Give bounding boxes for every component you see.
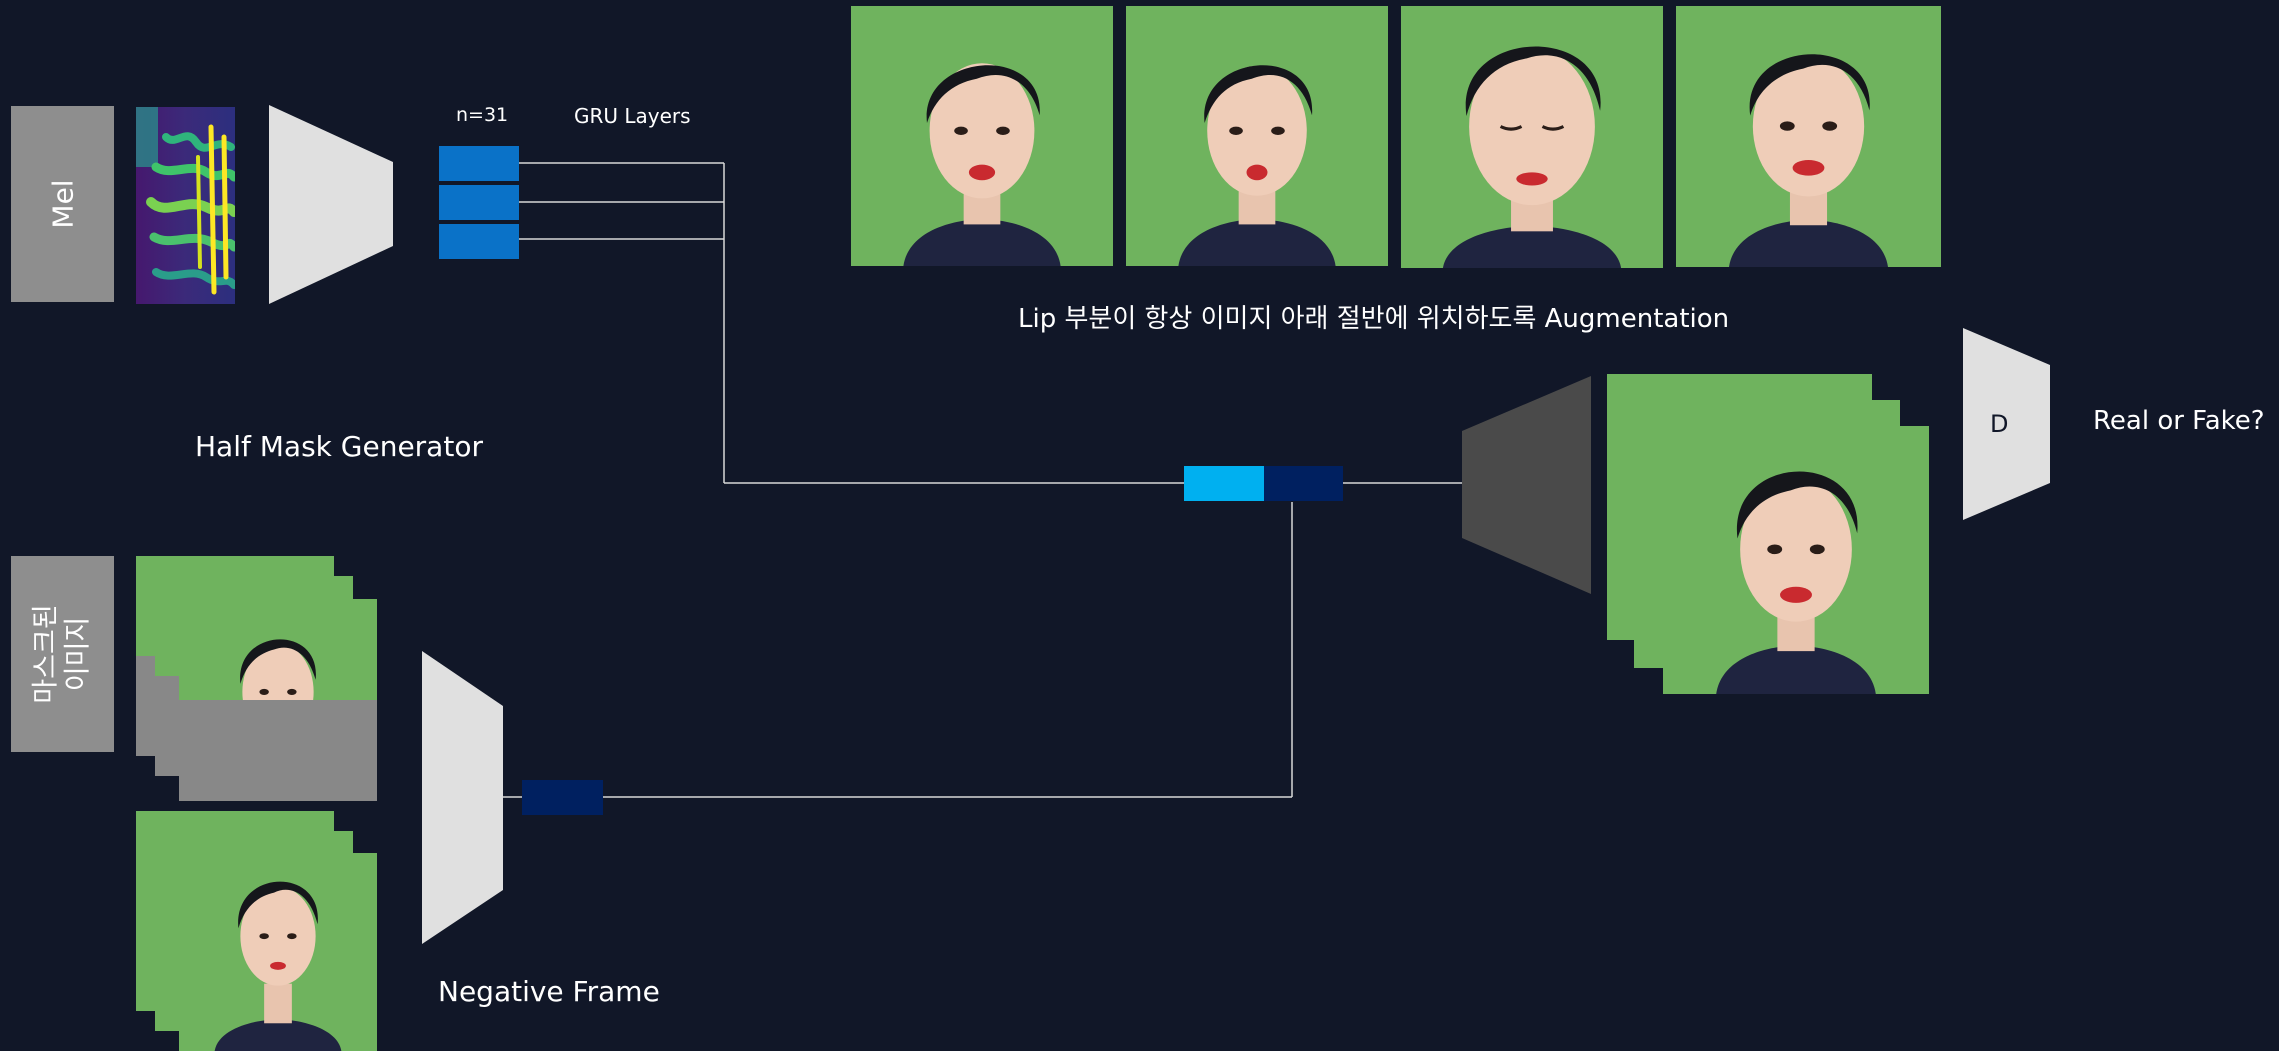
face-icon — [1442, 46, 1622, 268]
audio-encoder-shape — [269, 105, 393, 304]
half-mask-generator-label: Half Mask Generator — [195, 430, 483, 463]
discriminator-label: D — [1990, 410, 2009, 438]
face-icon — [1716, 471, 1876, 694]
face-icon — [240, 639, 316, 741]
face-icon — [903, 63, 1061, 266]
mel-label: Mel — [46, 179, 79, 229]
augmented-face-2 — [1126, 6, 1388, 266]
gru-block-3 — [439, 224, 519, 259]
gru-block-1 — [439, 146, 519, 181]
gru-layers-label: GRU Layers — [574, 104, 691, 128]
augmented-face-4 — [1676, 6, 1941, 267]
mel-spectrogram-image — [136, 107, 235, 304]
gru-block-2 — [439, 185, 519, 220]
discriminator-shape — [1963, 328, 2050, 520]
negative-frame-label: Negative Frame — [438, 975, 660, 1008]
face-icon — [1729, 54, 1888, 267]
mel-input-box: Mel — [11, 106, 114, 302]
face-decoder-shape — [1462, 376, 1591, 594]
face-icon — [214, 881, 342, 1051]
real-or-fake-label: Real or Fake? — [2093, 406, 2265, 436]
augmented-face-3 — [1401, 6, 1663, 268]
masked-face-front — [179, 599, 377, 801]
face-icon — [1178, 65, 1336, 266]
image-feature-block — [522, 780, 603, 815]
negative-face-front — [179, 853, 377, 1051]
image-encoder-shape — [422, 651, 503, 944]
output-face-front — [1663, 426, 1929, 694]
identity-feature-block — [1264, 466, 1343, 501]
gru-count-label: n=31 — [456, 104, 509, 126]
masked-image-input-box: 마스크된 이미지 — [11, 556, 114, 752]
audio-feature-block — [1184, 466, 1264, 501]
augmentation-caption: Lip 부분이 항상 이미지 아래 절반에 위치하도록 Augmentation — [1018, 304, 1730, 334]
augmented-face-1 — [851, 6, 1113, 266]
masked-image-label: 마스크된 이미지 — [30, 604, 94, 704]
